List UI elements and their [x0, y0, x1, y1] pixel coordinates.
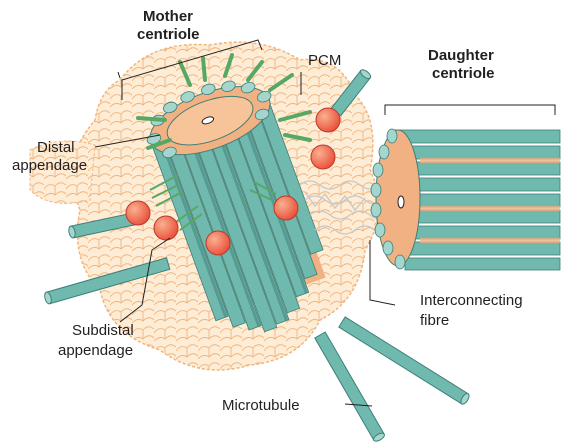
subdistal-appendage-label-1: Subdistal: [72, 322, 134, 339]
interconnecting-fibre-label-1: Interconnecting: [420, 292, 523, 309]
daughter-centriole: [371, 129, 560, 270]
subdistal-appendage-label-2: appendage: [58, 342, 133, 359]
pcm-label: PCM: [308, 52, 341, 69]
mother-centriole-label-2: centriole: [137, 26, 200, 43]
interconnecting-fibre-label-2: fibre: [420, 312, 449, 329]
distal-appendage-label-1: Distal: [37, 139, 75, 156]
microtubule-label: Microtubule: [222, 397, 300, 414]
distal-appendage-label-2: appendage: [12, 157, 87, 174]
daughter-centriole-label-1: Daughter: [428, 47, 494, 64]
daughter-centriole-label-2: centriole: [432, 65, 495, 82]
mother-centriole-label-1: Mother: [143, 8, 193, 25]
